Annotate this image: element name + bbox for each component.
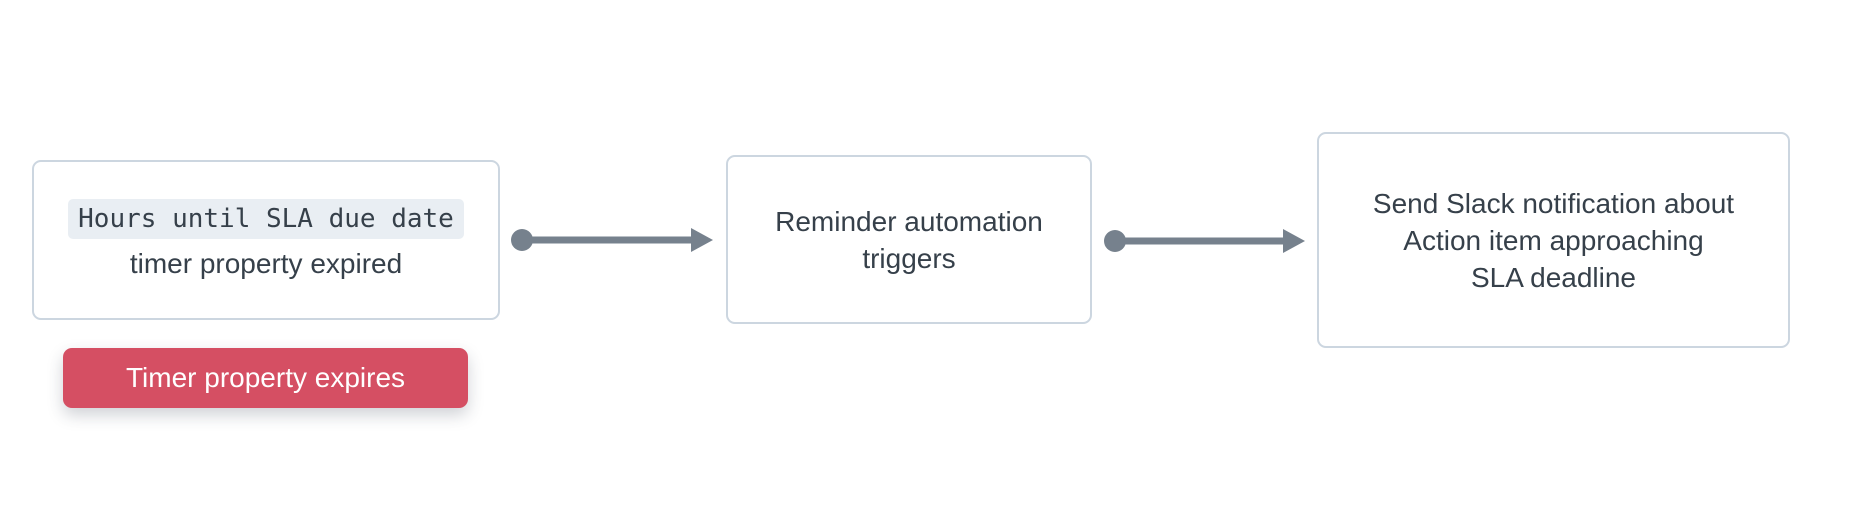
timer-property-code-chip: Hours until SLA due date [68,198,464,239]
trigger-property-line: Hours until SLA due date [68,198,464,245]
connector-arrowhead-icon [1283,229,1305,253]
automation-node-line-2: triggers [862,242,956,274]
automation-node[interactable]: Reminder automation triggers [726,155,1092,324]
trigger-condition-node[interactable]: Hours until SLA due date timer property … [32,160,500,320]
connector-arrowhead-icon [691,228,713,252]
connector-arrow-trigger-to-automation [511,228,713,252]
action-node-line-2: Action item approaching [1403,224,1704,256]
action-node-line-3: SLA deadline [1470,261,1637,293]
timer-expires-trigger-badge[interactable]: Timer property expires [63,348,468,408]
action-node-line-1: Send Slack notification about [1372,187,1735,219]
slack-action-node[interactable]: Send Slack notification about Action ite… [1317,132,1790,348]
trigger-condition-text: timer property expired [129,247,403,279]
automation-node-line-1: Reminder automation [775,205,1043,237]
connector-arrow-automation-to-action [1104,229,1305,253]
